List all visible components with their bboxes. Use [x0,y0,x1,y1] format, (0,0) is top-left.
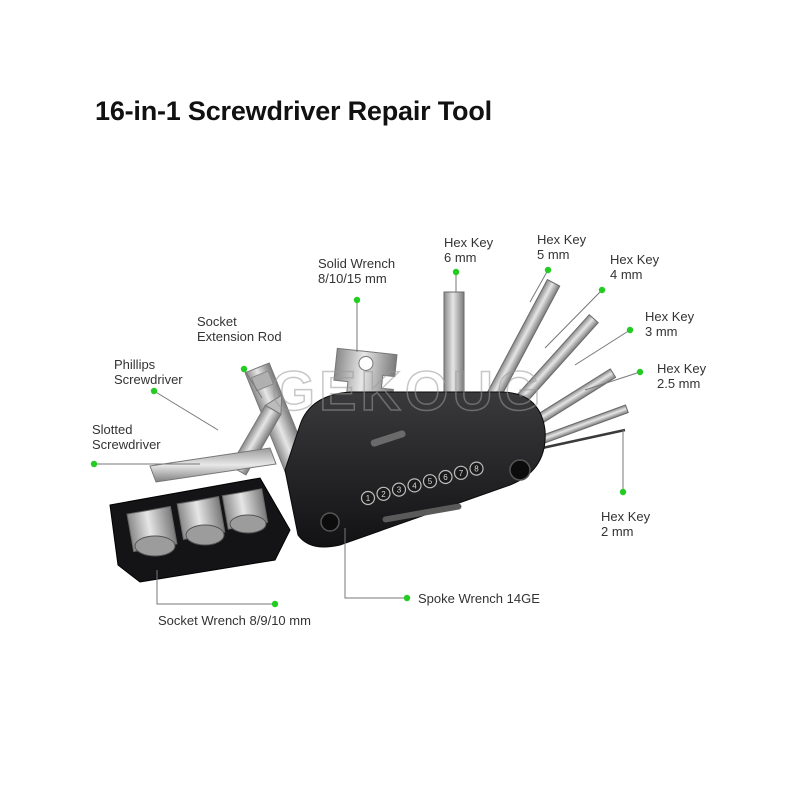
watermark-text: GEKOUG [272,359,545,422]
spoke-hole [360,490,376,506]
spoke-hole [453,465,469,480]
socket-block [109,477,291,583]
label-hex-key-3mm: Hex Key 3 mm [645,309,695,339]
spoke-hole-number: 6 [443,473,448,482]
leader-spoke [344,528,407,599]
spoke-hole-number: 2 [381,490,386,499]
label-spoke-wrench: Spoke Wrench 14GE [418,591,540,606]
spoke-hole [438,469,453,485]
label-socket-extension-rod: Socket Extension Rod [197,314,282,344]
body-rivet [509,459,531,481]
label-hex-key-2-5mm: Hex Key 2.5 mm [657,361,707,391]
leader-hex3 [574,329,631,366]
label-solid-wrench: Solid Wrench 8/10/15 mm [318,256,396,286]
tool-body: 1 2 3 4 5 6 7 8 [284,391,546,548]
spoke-hole-number: 7 [459,469,464,478]
callout-dot [598,286,606,294]
spoke-hole-number: 3 [397,486,402,495]
spoke-hole [391,482,407,497]
spoke-hole-number: 4 [412,481,417,490]
spoke-hole-number: 1 [366,494,371,503]
callout-dot [626,326,634,334]
callout-dot [403,594,411,602]
callout-dot [619,488,627,496]
page-title: 16-in-1 Screwdriver Repair Tool [95,96,492,126]
leader-hex4 [544,289,603,349]
spoke-hole [422,474,438,489]
leader-phillips [153,390,219,431]
label-hex-key-5mm: Hex Key 5 mm [537,232,587,262]
body-rivet [320,512,340,532]
spoke-hole-number: 5 [428,477,433,486]
spoke-wrench-holes: 1 2 3 4 5 6 7 8 [360,461,484,506]
socket-10mm [221,488,269,534]
callout-dot [636,368,644,376]
label-hex-key-4mm: Hex Key 4 mm [610,252,660,282]
label-socket-wrench: Socket Wrench 8/9/10 mm [158,613,311,628]
callout-dot [353,296,361,304]
spoke-hole-number: 8 [474,465,479,474]
leader-hex25 [584,371,641,391]
spoke-hole [407,478,422,493]
socket-9mm [176,496,226,546]
spoke-hole [469,461,484,476]
slotted-screwdriver [149,447,277,483]
leader-socket-rod [243,368,263,399]
callout-dot [452,268,460,276]
leader-socket-wrench [156,570,275,605]
label-hex-key-6mm: Hex Key 6 mm [444,235,494,265]
callout-dots [90,266,644,608]
label-phillips-screwdriver: Phillips Screwdriver [114,357,183,387]
label-hex-key-2mm: Hex Key 2 mm [601,509,651,539]
callout-dot [271,600,279,608]
callout-dot [544,266,552,274]
callout-dot [150,387,158,395]
callout-dot [240,365,248,373]
socket-8mm [126,505,178,557]
leader-hex5 [529,269,549,303]
leader-lines [94,269,641,605]
callout-dot [90,460,98,468]
label-slotted-screwdriver: Slotted Screwdriver [92,422,161,452]
spoke-hole [376,486,391,501]
